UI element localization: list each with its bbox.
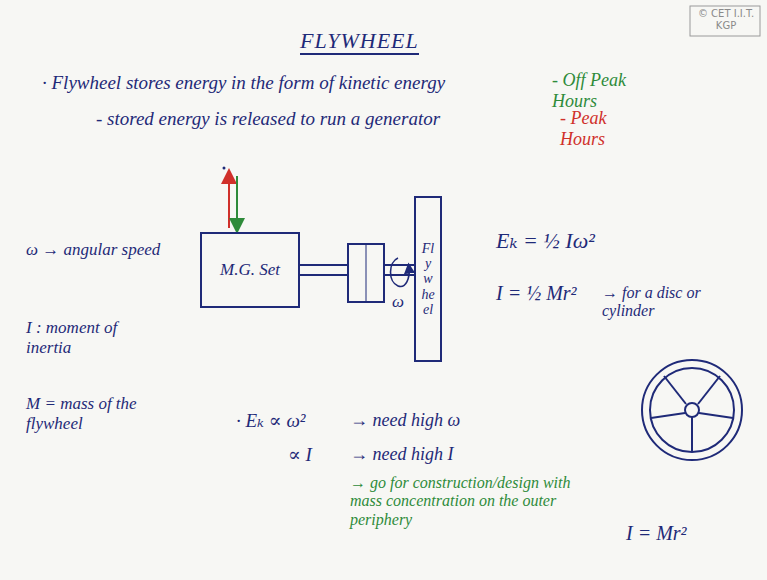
formula: · Eₖ ∝ ω² — [236, 410, 306, 432]
symbol-note: M = mass of the flywheel — [26, 394, 166, 433]
watermark: © CET I.I.T. KGP — [694, 8, 758, 31]
symbol-note: ω → angular speed — [26, 240, 166, 260]
process-box: M.G. Set — [200, 232, 300, 308]
symbol-note: I : moment of inertia — [26, 318, 156, 357]
time-note: - Off Peak Hours — [552, 70, 644, 111]
formula: ∝ I — [288, 444, 312, 466]
watermark-frame — [690, 6, 760, 36]
symbol: ω — [392, 292, 404, 312]
wheel-sketch — [642, 360, 742, 460]
title: FLYWHEEL — [300, 28, 419, 55]
output-arrow — [228, 176, 230, 228]
time-note: - Peak Hours — [560, 108, 652, 149]
note: - stored energy is released to run a gen… — [96, 108, 440, 130]
dot — [223, 167, 226, 170]
input-arrow — [236, 176, 238, 226]
node-text: M.G. Set — [220, 260, 280, 280]
formula: I = ½ Mr² — [496, 282, 577, 305]
formula: I = Mr² — [626, 522, 687, 545]
note: · Flywheel stores energy in the form of … — [42, 72, 445, 94]
node-text: Flywheel — [421, 241, 435, 318]
formula-note: → for a disc or cylinder — [602, 284, 752, 321]
note: → go for construction/design with mass c… — [350, 474, 600, 529]
rotation-arrow — [391, 258, 410, 287]
note: → need high I — [350, 444, 453, 465]
coupling-box — [348, 244, 384, 302]
coupling-line — [366, 244, 367, 302]
note: → need high ω — [350, 410, 460, 431]
flywheel-box: Flywheel — [414, 196, 442, 362]
formula: Eₖ = ½ Iω² — [496, 228, 595, 253]
